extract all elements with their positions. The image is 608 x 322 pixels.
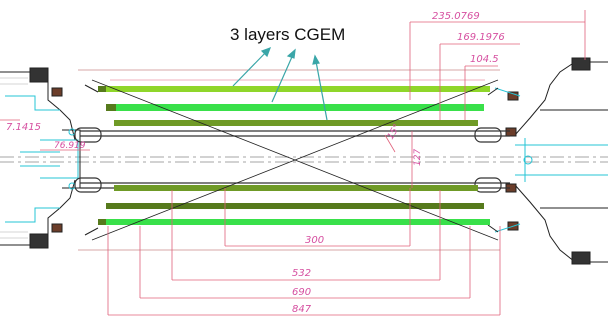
callout-arrows [232,46,328,121]
dim-label-235: 235.0769 [432,11,480,22]
cgem-layers-top [98,86,490,126]
envelope-outline [78,69,500,251]
left-end-flange [0,67,81,249]
dim-label-532: 532 [292,268,311,279]
cgem-layer-3-bottom-bar [98,219,490,225]
dim-label-side-76: 76.919 [54,141,86,151]
dim-label-side-7: 7.1415 [6,122,41,133]
cgem-layer-3-top-dark [98,86,106,92]
dimension-labels: 235.0769 169.1976 104.5 300 532 690 847 … [6,11,505,315]
right-cyan-parts [494,87,608,233]
dim-label-847: 847 [292,304,312,315]
left-gray-hatch [0,77,28,239]
cgem-layer-2-top-dark [106,104,116,111]
cgem-layer-1-bottom-bar [114,185,478,191]
right-end-flange [505,57,608,265]
cgem-layer-2-bottom-bar [106,203,484,209]
cgem-layer-2-top-bar [106,104,484,111]
diagram-title: 3 layers CGEM [230,25,345,44]
cgem-layers-bottom [98,185,490,225]
acceptance-lines [91,79,499,241]
cgem-layer-1-top-bar [114,120,478,126]
dim-label-169: 169.1976 [457,32,505,43]
inner-cylinder [74,127,510,193]
dim-label-690: 690 [292,287,311,298]
dim-label-300: 300 [305,235,324,246]
left-cyan-parts [5,95,79,223]
dim-label-center-127: 127 [413,149,423,166]
dimension-lines [0,10,586,316]
cgem-layer-3-bottom-dark [98,219,106,225]
dim-label-104: 104.5 [470,54,499,65]
cgem-layer-3-top-bar [98,86,490,92]
beam-axis [0,156,608,163]
